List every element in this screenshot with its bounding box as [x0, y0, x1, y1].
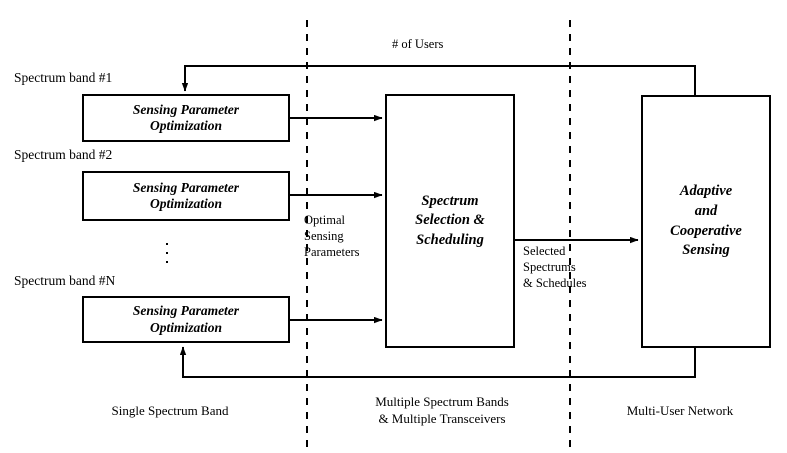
right-box-line3: Cooperative: [670, 222, 742, 239]
section-caption-single-spectrum-band: Single Spectrum Band: [40, 403, 300, 420]
box-text: Sensing Parameter Optimization: [133, 102, 239, 135]
box-text: Spectrum Selection & Scheduling: [415, 192, 485, 251]
right-box-line1: Adaptive: [679, 183, 733, 200]
optimal-sensing-line1: Optimal: [304, 213, 345, 227]
middle-box-line2: Selection &: [415, 212, 485, 229]
caption-3-line1: Multi-User Network: [626, 403, 734, 418]
box-text: Sensing Parameter Optimization: [133, 180, 239, 213]
box-text: Sensing Parameter Optimization: [133, 303, 239, 336]
sp-box-1-line2: Optimization: [149, 118, 222, 133]
band-label-2: Spectrum band #2: [14, 147, 113, 162]
optimal-sensing-line2: Sensing: [304, 229, 344, 243]
feedback-path-number-of-users: [181, 65, 696, 95]
right-box-line4: Sensing: [682, 242, 730, 259]
right-box-line2: and: [694, 202, 718, 219]
adaptive-cooperative-sensing-box[interactable]: Adaptive and Cooperative Sensing: [641, 95, 771, 348]
selected-spectrums-line2: Spectrums: [523, 260, 576, 274]
selected-spectrums-line3: & Schedules: [523, 276, 587, 290]
middle-box-line3: Scheduling: [416, 231, 484, 248]
edge-label-selected-spectrums-schedules: Selected Spectrums & Schedules: [523, 243, 587, 291]
caption-2-line2: & Multiple Transceivers: [378, 410, 506, 426]
feedback-path-bottom: [179, 346, 696, 378]
optimal-sensing-line3: Parameters: [304, 245, 360, 259]
selected-spectrums-line1: Selected: [523, 244, 566, 258]
edge-label-number-of-users: # of Users: [392, 37, 444, 51]
section-caption-multi-user-network: Multi-User Network: [580, 403, 780, 420]
middle-box-line1: Spectrum: [421, 192, 479, 209]
sp-box-2-line1: Sensing Parameter: [132, 179, 240, 195]
caption-1-line1: Single Spectrum Band: [111, 403, 229, 418]
vertical-ellipsis-icon: [166, 243, 168, 263]
sp-box-3-line1: Sensing Parameter: [132, 303, 240, 319]
sensing-parameter-optimization-box-1[interactable]: Sensing Parameter Optimization: [82, 94, 290, 142]
section-caption-multiple-spectrum-bands: Multiple Spectrum Bands & Multiple Trans…: [318, 394, 566, 428]
box-text: Adaptive and Cooperative Sensing: [670, 182, 742, 260]
spectrum-selection-scheduling-box[interactable]: Spectrum Selection & Scheduling: [385, 94, 515, 348]
band-label-3: Spectrum band #N: [14, 273, 116, 288]
sp-box-1-line1: Sensing Parameter: [132, 101, 240, 117]
sp-box-3-line2: Optimization: [149, 319, 222, 335]
band-label-1: Spectrum band #1: [14, 70, 113, 85]
sp-box-2-line2: Optimization: [149, 196, 222, 211]
sensing-parameter-optimization-box-3[interactable]: Sensing Parameter Optimization: [82, 296, 290, 343]
edge-label-optimal-sensing-parameters: Optimal Sensing Parameters: [304, 212, 360, 260]
caption-2-line1: Multiple Spectrum Bands: [375, 394, 509, 409]
sensing-parameter-optimization-box-2[interactable]: Sensing Parameter Optimization: [82, 171, 290, 221]
